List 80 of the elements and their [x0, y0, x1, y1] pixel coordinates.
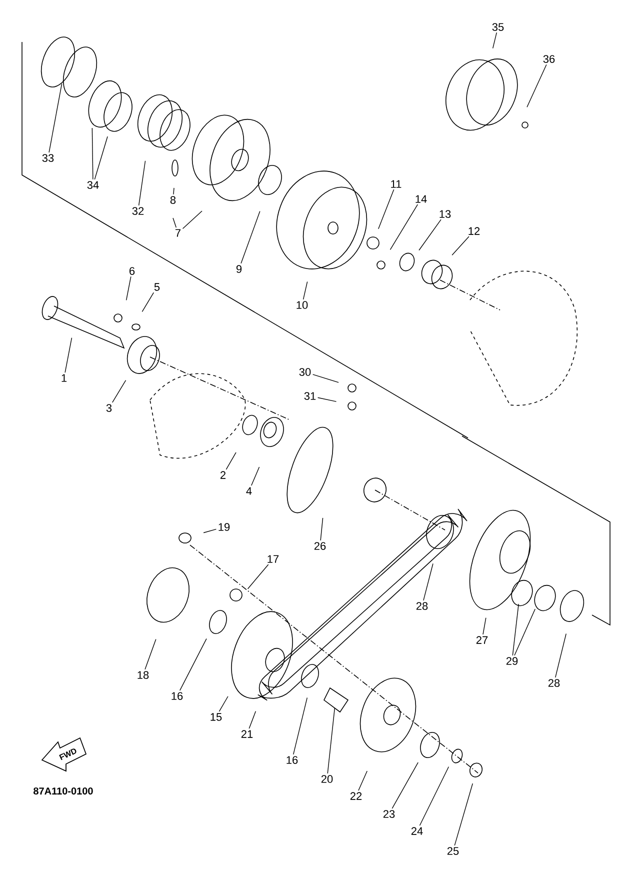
- callout-number: 26: [314, 542, 326, 550]
- callout-number: 14: [416, 195, 427, 203]
- callout-number: 15: [210, 713, 222, 721]
- callout-number: 8: [170, 196, 176, 204]
- leader-line: [180, 638, 207, 691]
- callout-number: 4: [246, 487, 252, 495]
- callout-number: 35: [492, 23, 504, 31]
- leader-line: [142, 292, 154, 312]
- leader-line: [492, 32, 497, 49]
- leader-line: [418, 219, 442, 251]
- leader-line: [327, 708, 336, 774]
- leader-line: [419, 766, 450, 826]
- leader-line: [218, 696, 228, 712]
- callout-number: 25: [447, 847, 459, 855]
- leader-line: [392, 762, 418, 809]
- callout-number: 28: [416, 602, 428, 610]
- callout-number: 10: [296, 301, 308, 309]
- callout-number: 7: [176, 229, 180, 237]
- leader-line: [312, 374, 339, 383]
- leader-line: [526, 64, 547, 108]
- callout-number: 22: [350, 792, 362, 800]
- leader-line: [247, 564, 269, 590]
- leader-line: [94, 136, 108, 180]
- leader-line: [482, 617, 486, 635]
- leader-line: [320, 518, 324, 541]
- leader-line: [555, 633, 566, 678]
- leader-line: [112, 380, 126, 403]
- callout-number: 11: [391, 180, 402, 188]
- callout-number: 9: [236, 265, 242, 273]
- leader-line: [423, 563, 434, 601]
- leader-line: [512, 604, 519, 656]
- callout-number: 13: [440, 210, 451, 218]
- leader-line: [302, 281, 308, 300]
- leader-line: [293, 697, 308, 755]
- leader-line: [64, 337, 72, 373]
- callout-number: 6: [130, 267, 135, 275]
- leader-line: [514, 608, 536, 656]
- callout-number: 16: [286, 756, 298, 764]
- leader-line: [173, 188, 174, 195]
- part-code: 87A110-0100: [34, 787, 93, 795]
- callout-number: 1: [62, 374, 67, 382]
- callout-number: 27: [476, 636, 488, 644]
- callout-number: 21: [241, 730, 253, 738]
- leader-line: [92, 128, 94, 180]
- leader-line: [454, 783, 473, 846]
- callout-number: 17: [268, 555, 279, 563]
- callout-number: 31: [304, 392, 316, 400]
- leader-line: [182, 210, 202, 229]
- leader-line: [452, 236, 470, 256]
- leader-line: [378, 189, 394, 230]
- callout-number: 32: [132, 207, 144, 215]
- leader-line: [126, 276, 132, 301]
- leader-line: [138, 160, 146, 206]
- callout-number: 20: [321, 775, 333, 783]
- callout-number: 19: [218, 523, 230, 531]
- leader-line: [172, 218, 177, 228]
- callout-number: 24: [411, 827, 423, 835]
- leader-line: [226, 452, 236, 470]
- leader-line: [390, 204, 418, 250]
- callout-number: 28: [548, 679, 560, 687]
- callout-number: 16: [172, 692, 183, 700]
- leader-line: [317, 397, 337, 402]
- callout-number: 2: [220, 471, 226, 479]
- leader-line: [358, 770, 368, 791]
- callout-number: 34: [87, 181, 99, 189]
- callout-number: 29: [506, 657, 518, 665]
- callout-number: 3: [106, 404, 112, 412]
- leader-line: [251, 466, 260, 486]
- callout-number: 23: [383, 810, 395, 818]
- callout-number: 36: [543, 55, 555, 63]
- callout-number: 30: [299, 368, 311, 376]
- callout-number: 18: [138, 671, 149, 679]
- callout-number: 33: [42, 154, 54, 162]
- leader-line: [48, 83, 62, 153]
- leader-line: [240, 210, 260, 264]
- leader-line: [248, 710, 256, 729]
- callout-number: 12: [468, 227, 480, 235]
- leader-line: [203, 528, 217, 534]
- leader-line: [144, 638, 156, 670]
- callout-number: 5: [154, 283, 160, 291]
